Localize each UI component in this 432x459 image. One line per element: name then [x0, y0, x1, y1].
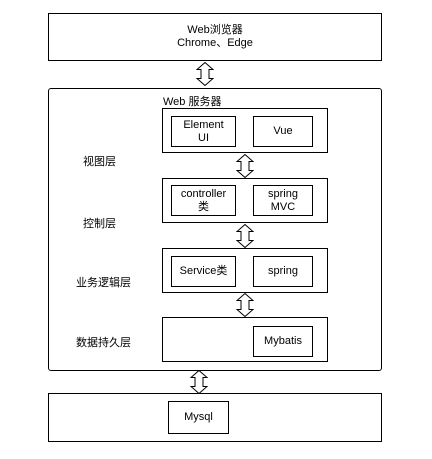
double-arrow-icon [190, 370, 208, 394]
controller-component: controller 类 [171, 185, 236, 216]
mysql-component: Mysql [168, 401, 229, 434]
business-layer-label: 业务逻辑层 [76, 277, 131, 289]
spring-mvc-line1: spring [268, 187, 298, 200]
mybatis-component: Mybatis [253, 326, 313, 357]
controller-layer-label: 控制层 [83, 218, 116, 230]
double-arrow-icon [196, 62, 214, 86]
mysql-label: Mysql [184, 411, 213, 423]
web-server-title: Web 服务器 [163, 96, 222, 108]
element-ui-component: Element UI [171, 116, 236, 147]
browser-subtitle: Chrome、Edge [177, 37, 253, 49]
service-component: Service类 [171, 256, 236, 287]
element-ui-line1: Element [183, 118, 224, 131]
view-layer-label: 视图层 [83, 156, 116, 168]
service-label: Service类 [179, 265, 228, 277]
vue-component: Vue [253, 116, 313, 147]
double-arrow-icon [236, 293, 254, 317]
persistence-layer-label: 数据持久层 [76, 337, 131, 349]
browser-node: Web浏览器 Chrome、Edge [48, 13, 382, 61]
controller-line1: controller [180, 187, 227, 200]
double-arrow-icon [236, 224, 254, 248]
spring-mvc-line2: MVC [270, 200, 296, 213]
vue-label: Vue [273, 125, 293, 137]
controller-line2: 类 [198, 200, 209, 213]
spring-mvc-component: spring MVC [253, 185, 313, 216]
spring-component: spring [253, 256, 313, 287]
browser-title: Web浏览器 [187, 24, 243, 36]
mybatis-label: Mybatis [264, 335, 302, 347]
spring-label: spring [268, 265, 298, 277]
element-ui-line2: UI [198, 131, 209, 144]
double-arrow-icon [236, 154, 254, 178]
